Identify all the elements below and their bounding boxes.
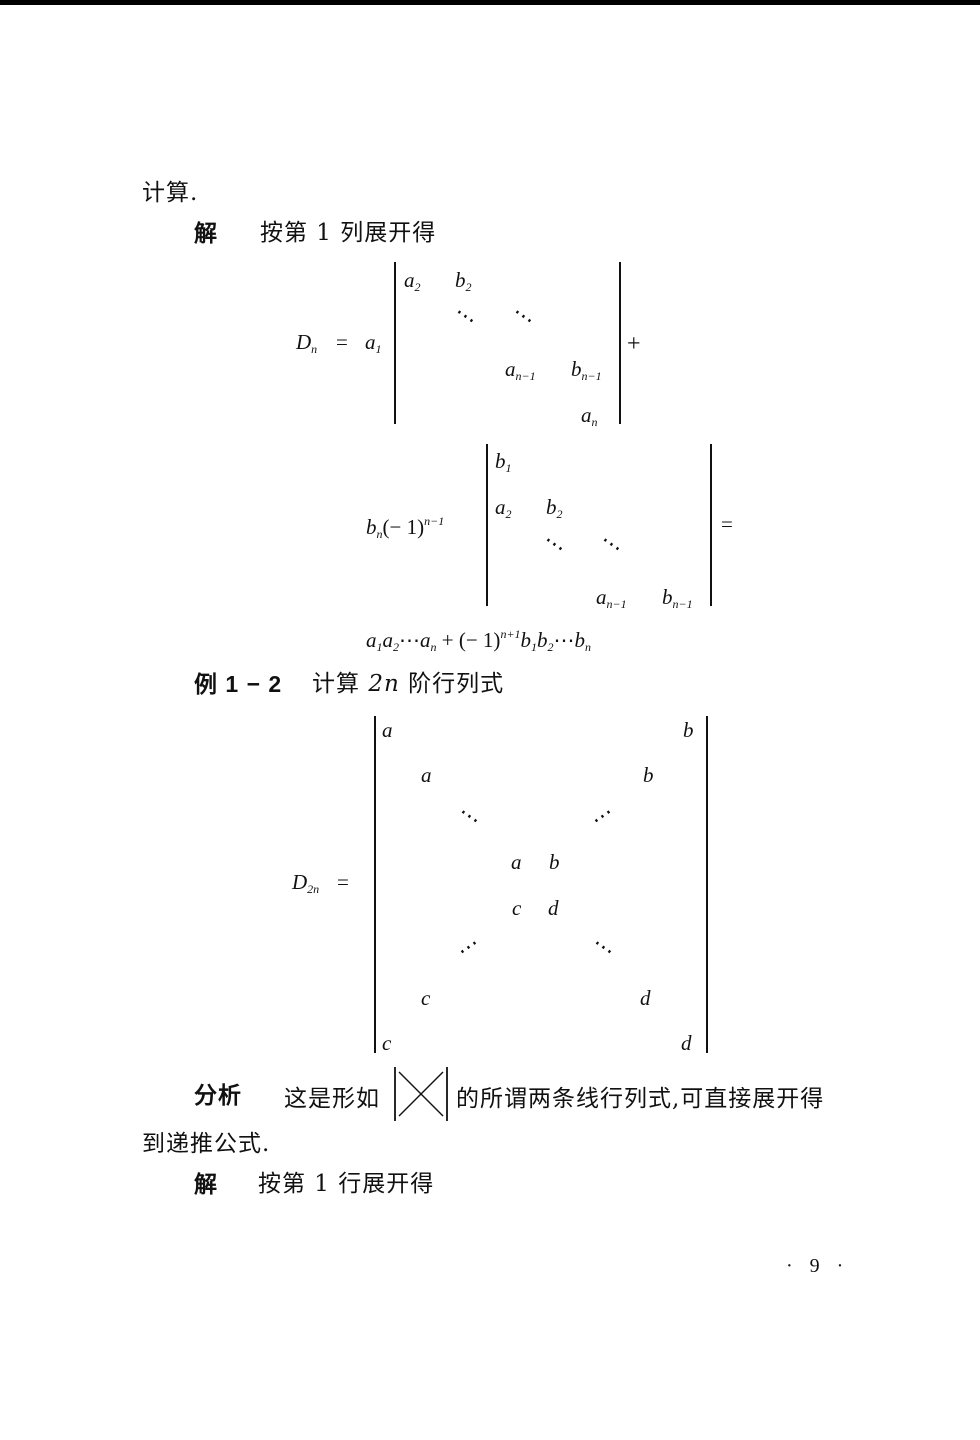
analysis-label: 分析 [194,1082,242,1109]
eq4-cell-c: c [421,986,431,1010]
eq4-ddots: ⋯ [453,800,486,834]
eq1-equals: = [336,330,348,354]
solution2-text: 按第 1 行展开得 [258,1171,435,1197]
eq4-det-left-bar [374,716,376,1053]
eq4-lhs: D2n [292,870,320,896]
eq4-cell-d: d [640,986,651,1010]
eq4-equals: = [337,870,349,894]
solution2-label: 解 [194,1171,218,1198]
eq2-cell: a2 [495,495,512,521]
eq2-ddots: ⋯ [595,528,628,562]
example-text: 计算 2n 阶行列式 [312,671,505,697]
eq1-cell: b2 [455,268,472,294]
equation-3: a1a2⋯an + (− 1)n+1b1b2⋯bn [366,627,592,654]
eq4-ddots: ⋯ [587,931,620,965]
eq4-cell-b: b [643,763,654,787]
two-line-determinant-icon [394,1067,448,1121]
eq4-adots: ⋯ [586,800,619,834]
eq2-ddots: ⋯ [538,528,571,562]
eq2-cell: an−1 [596,585,627,611]
solution-text: 按第 1 列展开得 [260,220,437,246]
intro-text: 计算. [142,180,199,206]
eq2-det-left-bar [486,444,488,606]
eq2-equals: = [721,512,733,536]
eq4-cell-b: b [549,850,560,874]
eq2-det-right-bar [710,444,712,606]
eq4-cell-a: a [382,718,393,742]
eq2-coef: bn(− 1)n−1 [366,514,445,541]
eq4-adots: ⋯ [452,931,485,965]
top-rule [0,0,980,5]
example-label: 例 1 − 2 [194,671,283,697]
eq1-cell: bn−1 [571,357,602,383]
analysis-cont: 到递推公式. [142,1131,271,1157]
page-number: · 9 · [786,1255,850,1277]
eq1-cell: a2 [404,268,421,294]
eq2-cell: bn−1 [662,585,693,611]
eq4-cell-d: d [548,896,559,920]
eq2-cell: b2 [546,495,563,521]
eq4-cell-d: d [681,1031,692,1055]
eq1-lhs: Dn [296,330,318,356]
eq4-cell-c: c [512,896,522,920]
eq1-cell: an [581,403,598,429]
eq4-cell-a: a [421,763,432,787]
eq4-cell-a: a [511,850,522,874]
eq4-det-right-bar [706,716,708,1053]
eq1-coef: a1 [365,330,382,356]
eq1-ddots: ⋯ [449,300,482,334]
eq4-cell-b: b [683,718,694,742]
eq1-det-right-bar [619,262,621,424]
eq1-det-left-bar [394,262,396,424]
solution-label: 解 [194,220,218,247]
eq4-cell-c: c [382,1031,392,1055]
eq1-plus: + [627,331,641,357]
eq1-ddots: ⋯ [507,300,540,334]
eq1-cell: an−1 [505,357,536,383]
analysis-pre: 这是形如 [284,1086,380,1112]
analysis-post: 的所谓两条线行列式,可直接展开得 [456,1086,825,1112]
eq2-cell: b1 [495,449,512,475]
